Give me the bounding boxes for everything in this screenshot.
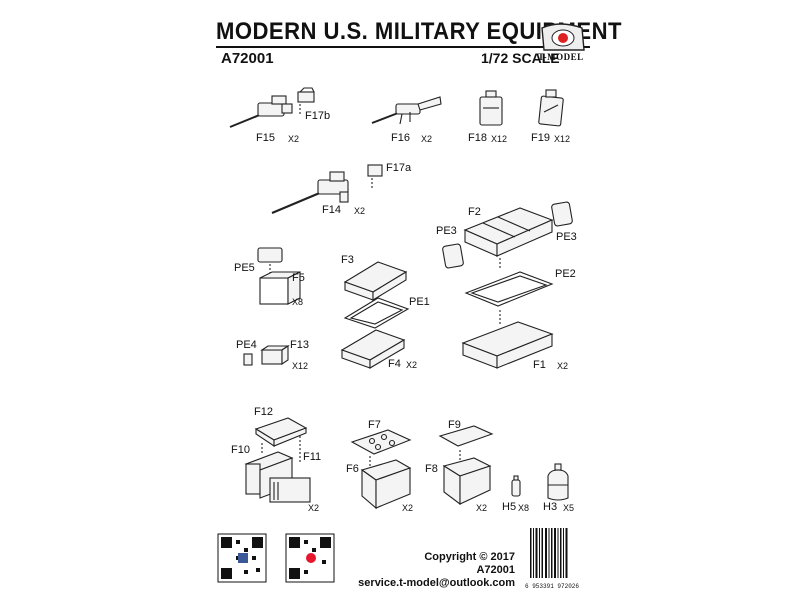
f17b-mount-icon — [297, 87, 315, 103]
part-label-f15: F15 — [256, 132, 275, 144]
quantity-h5: X8 — [518, 503, 530, 513]
part-label-f8: F8 — [425, 463, 438, 475]
part-label-f4: F4 — [388, 358, 401, 370]
brand-logo-text: T-MODEL — [538, 52, 584, 62]
part-label-f10: F10 — [231, 444, 250, 456]
f12-lid-icon — [254, 417, 308, 448]
part-label-f6: F6 — [346, 463, 359, 475]
f7-cooler-lid-icon — [350, 429, 412, 455]
header-divider — [216, 46, 590, 48]
part-label-f17b: F17b — [305, 110, 331, 122]
f5-box-icon — [259, 271, 301, 305]
pe2-gasket-icon — [464, 271, 554, 307]
part-label-f7: F7 — [368, 419, 381, 431]
f3-lid-icon — [343, 261, 408, 301]
f6-cooler-icon — [360, 459, 412, 510]
part-label-pe3-right: PE3 — [556, 231, 577, 243]
qr-code-facebook-icon — [217, 533, 267, 583]
f13-box-icon — [260, 344, 290, 366]
h5-small-bottle-icon — [511, 475, 521, 497]
part-label-f9: F9 — [448, 419, 461, 431]
quantity-h3: X5 — [563, 503, 575, 513]
pe4-plate-icon — [243, 353, 253, 366]
f15-machine-gun-icon — [229, 95, 293, 128]
f1-crate-base-icon — [461, 321, 554, 369]
f14-machine-gun-icon — [271, 171, 349, 215]
part-label-pe1: PE1 — [409, 296, 430, 308]
quantity-f4: X2 — [406, 360, 418, 370]
part-label-pe4: PE4 — [236, 339, 257, 351]
part-label-h3: H3 — [543, 501, 558, 513]
quantity-f13: X12 — [292, 361, 309, 371]
brand-logo-icon — [541, 23, 585, 51]
part-label-f13: F13 — [290, 339, 309, 351]
footer-code: A72001 — [476, 564, 515, 576]
part-label-pe2: PE2 — [555, 268, 576, 280]
quantity-f8: X2 — [476, 503, 488, 513]
quantity-f1: X2 — [557, 361, 569, 371]
qr-code-weibo-icon — [285, 533, 335, 583]
f16-machine-gun-icon — [371, 96, 442, 125]
f18-jerry-can-icon — [479, 90, 503, 126]
part-label-f16: F16 — [391, 132, 410, 144]
part-label-f19: F19 — [531, 132, 550, 144]
scale-label: 1/72 SCALE — [481, 50, 560, 66]
quantity-f14: X2 — [354, 206, 366, 216]
quantity-f6: X2 — [402, 503, 414, 513]
pe3-handle-left-icon — [442, 243, 464, 269]
part-label-pe3-left: PE3 — [436, 225, 457, 237]
f2-crate-lid-icon — [463, 207, 554, 257]
part-label-f18: F18 — [468, 132, 487, 144]
h3-water-jug-icon — [547, 463, 569, 501]
pe3-handle-right-icon — [551, 201, 573, 227]
barcode-number: 6 953391 972026 — [525, 583, 580, 590]
part-label-f14: F14 — [322, 204, 341, 216]
copyright-text: Copyright © 2017 — [424, 551, 515, 563]
f17a-mount-icon — [367, 164, 383, 177]
part-label-f2: F2 — [468, 206, 481, 218]
quantity-f18: X12 — [491, 134, 508, 144]
part-label-f5: F5 — [292, 272, 305, 284]
part-label-h5: H5 — [502, 501, 517, 513]
f11-case-icon — [269, 477, 311, 503]
part-label-f1: F1 — [533, 359, 546, 371]
part-label-pe5: PE5 — [234, 262, 255, 274]
f4-base-icon — [340, 329, 406, 369]
part-label-f17a: F17a — [386, 162, 412, 174]
barcode-icon — [526, 526, 570, 582]
part-label-f12: F12 — [254, 406, 273, 418]
part-label-f11: F11 — [303, 451, 322, 463]
quantity-f10: X2 — [308, 503, 320, 513]
pe5-bracket-icon — [257, 247, 283, 263]
part-label-f3: F3 — [341, 254, 354, 266]
product-code: A72001 — [221, 50, 274, 67]
quantity-f5: X8 — [292, 297, 304, 307]
contact-email[interactable]: service.t-model@outlook.com — [358, 577, 515, 589]
f8-cooler-icon — [442, 457, 492, 506]
pe1-gasket-icon — [343, 297, 410, 329]
quantity-f15: X2 — [288, 134, 300, 144]
f19-jerry-can-icon — [538, 89, 564, 127]
f9-cooler-lid-icon — [438, 425, 494, 447]
quantity-f16: X2 — [421, 134, 433, 144]
quantity-f19: X12 — [554, 134, 571, 144]
